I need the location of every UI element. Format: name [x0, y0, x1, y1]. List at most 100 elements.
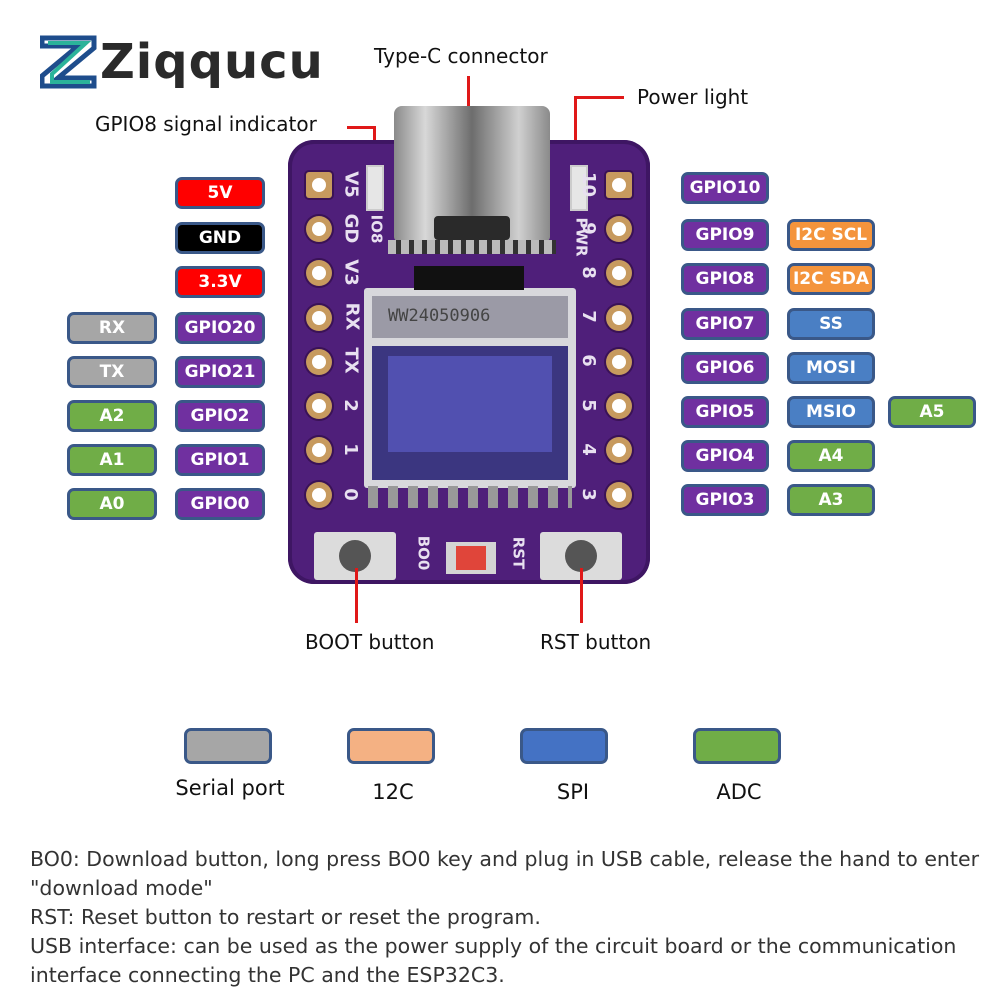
- pin-hole-right-8: [606, 482, 632, 508]
- silk-left-2: GD: [340, 213, 362, 244]
- pin-label-gpio20: GPIO20: [175, 312, 265, 344]
- usb-c-connector: [394, 106, 550, 241]
- note-boot: BO0: Download button, long press BO0 key…: [30, 847, 979, 900]
- pin-label-gpio0: GPIO0: [175, 488, 265, 520]
- pin-func-mosi: MOSI: [787, 352, 875, 384]
- pin-hole-right-1: [606, 172, 632, 198]
- silk-right-2: 9: [577, 222, 599, 235]
- usb-contacts: [388, 240, 556, 254]
- silk-right-8: 3: [577, 488, 599, 501]
- pin-hole-left-5: [306, 349, 332, 375]
- silk-rst: RST: [509, 536, 528, 570]
- boot-button-cap: [339, 540, 371, 572]
- pin-hole-left-3: [306, 260, 332, 286]
- gpio8-led: [366, 165, 384, 211]
- silk-boot: BO0: [414, 535, 433, 571]
- pin-hole-right-5: [606, 349, 632, 375]
- pin-hole-right-4: [606, 305, 632, 331]
- pin-label-gpio1: GPIO1: [175, 444, 265, 476]
- pin-hole-left-1: [306, 172, 332, 198]
- display-screen: [372, 346, 568, 480]
- pin-hole-left-8: [306, 482, 332, 508]
- display-active-area: [388, 356, 552, 452]
- note-usb: USB interface: can be used as the power …: [30, 934, 957, 987]
- pin-func-i2c-scl: I2C SCL: [787, 219, 875, 251]
- pin-func-ss: SS: [787, 308, 875, 340]
- pin-label-gpio9: GPIO9: [681, 219, 769, 251]
- pin-label-gpio4: GPIO4: [681, 440, 769, 472]
- pin-func-a0: A0: [67, 488, 157, 520]
- pin-hole-right-6: [606, 393, 632, 419]
- pin-func-a3: A3: [787, 484, 875, 516]
- legend-swatch-i2c: [347, 728, 435, 764]
- pin-label-gpio7: GPIO7: [681, 308, 769, 340]
- silk-right-1: 10: [578, 171, 600, 198]
- silk-right-6: 5: [577, 399, 599, 412]
- pin-label-gpio3: GPIO3: [681, 484, 769, 516]
- pin-func-a2: A2: [67, 400, 157, 432]
- silk-left-6: 2: [339, 399, 361, 412]
- oled-display: WW24050906: [364, 288, 576, 488]
- silk-left-5: TX: [340, 347, 362, 374]
- power-led: [570, 165, 588, 211]
- callout-line-type-c: [467, 76, 470, 134]
- pin-func-tx: TX: [67, 356, 157, 388]
- callout-gpio8-indicator: GPIO8 signal indicator: [95, 112, 317, 136]
- rst-button-cap: [565, 540, 597, 572]
- pin-label-5v: 5V: [175, 177, 265, 209]
- display-marking: WW24050906: [388, 306, 491, 326]
- legend-swatch-adc: [693, 728, 781, 764]
- pin-label-gpio10: GPIO10: [681, 172, 769, 204]
- callout-type-c: Type-C connector: [374, 44, 548, 68]
- pin-hole-left-4: [306, 305, 332, 331]
- callout-line-rst: [580, 568, 583, 623]
- antenna-chip: [446, 542, 496, 574]
- pin-hole-right-2: [606, 216, 632, 242]
- silk-right-3: 8: [577, 266, 599, 279]
- pin-label-gpio6: GPIO6: [681, 352, 769, 384]
- pin-label-gpio8: GPIO8: [681, 263, 769, 295]
- pin-hole-left-2: [306, 216, 332, 242]
- pin-label-gnd: GND: [175, 222, 265, 254]
- callout-boot-button: BOOT button: [305, 630, 435, 654]
- pin-hole-left-7: [306, 437, 332, 463]
- display-top-strip: [372, 296, 568, 338]
- silk-right-7: 4: [577, 443, 599, 456]
- flex-cable: [414, 266, 524, 290]
- z-logo-icon: [39, 34, 98, 90]
- silk-left-4: RX: [341, 302, 363, 331]
- usb-c-port: [434, 216, 510, 240]
- pin-hole-left-6: [306, 393, 332, 419]
- callout-line-power-h: [574, 96, 624, 99]
- brand-logo: Ziqqucu: [39, 32, 324, 92]
- silk-left-8: 0: [339, 488, 361, 501]
- legend-swatch-spi: [520, 728, 608, 764]
- pin-label-33v: 3.3V: [175, 266, 265, 298]
- legend-label-serial: Serial port: [175, 776, 285, 800]
- notes: BO0: Download button, long press BO0 key…: [30, 845, 980, 990]
- pin-func-a5: A5: [888, 396, 976, 428]
- pin-func-rx: RX: [67, 312, 157, 344]
- legend-label-spi: SPI: [556, 780, 590, 804]
- esp32c3-board: IO8 PWR WW24050906 BO0 RST V5 GD V3 RX T…: [288, 106, 650, 584]
- smd-components: [368, 486, 572, 508]
- pin-func-msio: MSIO: [787, 396, 875, 428]
- silk-left-7: 1: [339, 443, 361, 456]
- silk-left-3: V3: [340, 259, 362, 286]
- callout-line-gpio8-h: [347, 126, 375, 129]
- callout-rst-button: RST button: [540, 630, 652, 654]
- legend-label-i2c: 12C: [372, 780, 414, 804]
- legend-label-adc: ADC: [716, 780, 762, 804]
- legend-swatch-serial: [184, 728, 272, 764]
- silk-left-1: V5: [340, 171, 362, 198]
- callout-power-light: Power light: [637, 85, 749, 109]
- pin-label-gpio21: GPIO21: [175, 356, 265, 388]
- pin-label-gpio2: GPIO2: [175, 400, 265, 432]
- pin-hole-right-7: [606, 437, 632, 463]
- silk-right-5: 6: [577, 354, 599, 367]
- callout-line-boot: [355, 568, 358, 623]
- pin-func-a4: A4: [787, 440, 875, 472]
- pin-label-gpio5: GPIO5: [681, 396, 769, 428]
- brand-name: Ziqqucu: [100, 34, 324, 90]
- silk-right-4: 7: [577, 310, 599, 323]
